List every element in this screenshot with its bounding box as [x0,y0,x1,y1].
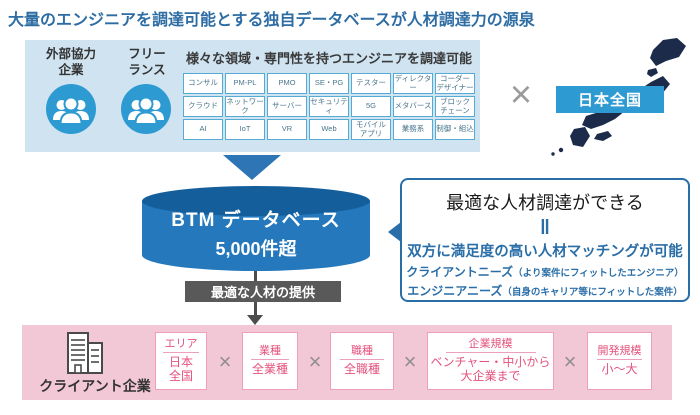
multiply-icon: × [308,349,322,374]
skill-cell: コンサル [183,73,223,94]
divider [445,351,536,353]
skill-cell: ディレクター [393,73,433,94]
skills-grid: コンサル PM-PL PMO SE・PG テスター ディレクター コーダー デザ… [183,73,475,140]
skill-cell: 業務系 [393,119,433,140]
multiply-icon: × [403,349,417,374]
multiply-icon: × [563,349,577,374]
skill-cell: IoT [225,119,265,140]
engineer-needs-note: （自身のキャリア等にフィットした案件） [502,287,683,298]
database-cylinder-icon [142,185,370,273]
skill-cell: ネットワーク [225,96,265,117]
connector-line [254,271,257,282]
skills-heading: 様々な領域・専門性を持つエンジニアを調達可能 [185,51,472,66]
filter-box-job: 職種 全職種 [330,332,394,390]
client-needs-line: クライアントニーズ（より案件にフィットしたエンジニア） [402,263,688,280]
engineer-sources-panel: 外部協力 企業 フリー ランス [25,40,480,152]
database-title: BTM データベース [171,210,341,231]
people-group-icon [46,84,96,134]
client-needs-label: クライアントニーズ [406,265,514,279]
result-box: 最適な人材調達ができる ‖ 双方に満足度の高い人材マッチングが可能 クライアント… [388,178,690,302]
connector-line [254,302,257,316]
skill-cell: コーダー デザイナー [435,73,475,94]
multiply-icon: × [218,349,232,374]
filter-value: ベンチャー・中小から 大企業まで [430,354,551,383]
partner-company-label: 外部協力 企業 [45,47,96,77]
divider [163,351,199,353]
client-company-label: クライアント企業 [39,378,151,394]
filter-box-dev-size: 開発規模 小〜大 [587,332,652,390]
database-text: BTM データベース 5,000件超 [142,205,370,261]
down-arrow-icon [223,155,281,180]
people-group-icon [121,84,171,134]
filter-title: 企業規模 [468,337,513,350]
skill-cell: AI [183,119,223,140]
skill-cell: Web [309,119,349,140]
skill-cell: セキュリティ [309,96,349,117]
skill-cell: クラウド [183,96,223,117]
filter-value: 全業種 [251,361,288,376]
skill-cell: メタバース [393,96,433,117]
filter-title: 職種 [351,344,373,357]
multiply-icon: × [509,74,533,116]
skill-cell: 5G [351,96,391,117]
client-needs-note: （より案件にフィットしたエンジニア） [513,268,684,279]
database-count: 5,000件超 [215,239,297,259]
skill-cell: ブロック チェーン [435,96,475,117]
provision-box: 最適な人材の提供 [185,281,341,302]
result-headline: 最適な人材調達ができる [446,193,644,213]
divider [596,358,643,360]
filter-box-industry: 業種 全業種 [242,332,298,390]
building-icon [58,331,112,375]
down-arrowhead-icon [247,315,263,325]
equals-icon: ‖ [540,217,550,239]
skill-cell: 制御・組込 [435,119,475,140]
skill-cell: VR [267,119,307,140]
result-subheadline: 双方に満足度の高い人材マッチングが可能 [407,244,683,260]
japan-map-label: 日本全国 [556,86,664,113]
freelance-label: フリー ランス [128,47,166,77]
skill-cell: モバイル アプリ [351,119,391,140]
filter-box-area: エリア 日本 全国 [155,332,207,390]
page-title: 大量のエンジニアを調達可能とする独自データベースが人材調達力の源泉 [8,12,535,29]
filter-box-company-size: 企業規模 ベンチャー・中小から 大企業まで [427,332,554,390]
engineer-needs-line: エンジニアニーズ（自身のキャリア等にフィットした案件） [402,282,688,299]
skill-cell: PMO [267,73,307,94]
filter-title: 開発規模 [597,344,642,357]
skill-cell: テスター [351,73,391,94]
filter-value: 全職種 [343,361,380,376]
left-arrow-icon [388,222,401,242]
skill-cell: サーバー [267,96,307,117]
divider [250,358,290,360]
engineer-needs-label: エンジニアニーズ [407,284,503,298]
filter-title: エリア [164,337,198,350]
skill-cell: PM-PL [225,73,265,94]
skill-cell: SE・PG [309,73,349,94]
filter-value: 日本 全国 [168,354,193,383]
filter-value: 小〜大 [601,361,638,376]
divider [339,358,385,360]
filter-title: 業種 [259,344,281,357]
